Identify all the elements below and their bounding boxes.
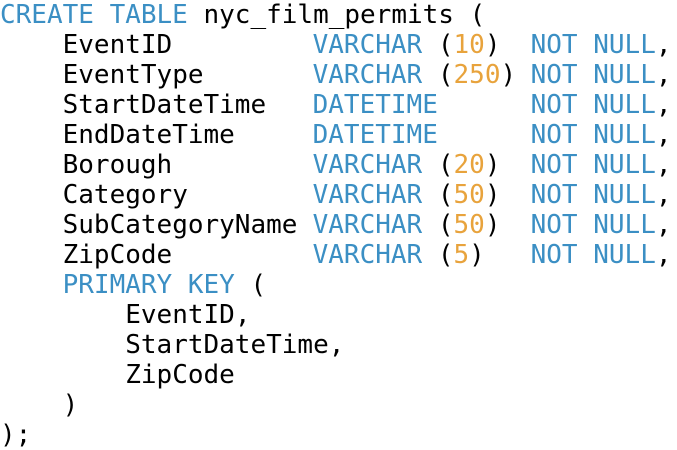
primary-key-column-name: ZipCode [125,360,235,390]
column-constraint: NOT NULL [530,210,656,240]
column-type: VARCHAR [312,30,423,60]
column-size: 20 [453,150,485,180]
primary-key-column-name: EventID [125,300,235,330]
column-type: VARCHAR [312,210,423,240]
column-type: DATETIME [312,120,438,150]
primary-key-column-name: StartDateTime [125,330,329,360]
column-type-group: VARCHAR (250) [312,60,517,90]
column-type-group: DATETIME [313,90,531,120]
column-type: VARCHAR [312,60,423,90]
column-constraint: NOT NULL [530,90,656,120]
column-constraint: NOT NULL [530,240,656,270]
column-type-group: VARCHAR (50) [312,180,501,210]
column-type: VARCHAR [312,240,423,270]
column-size: 50 [453,180,485,210]
column-name: StartDateTime [62,90,267,120]
column-constraint: NOT NULL [530,180,656,210]
column-size: 250 [453,60,501,90]
column-name: Category [62,180,188,210]
column-type: DATETIME [312,90,438,120]
column-size: 5 [453,240,470,270]
primary-key-column: StartDateTime, [125,330,345,360]
statement-close: ); [0,420,672,450]
column-constraint: NOT NULL [530,120,656,150]
table-name: nyc_film_permits [203,0,454,30]
column-type-group: VARCHAR (20) [312,150,501,180]
primary-key-close: ) [0,390,79,420]
column-type-group: VARCHAR (50) [312,210,501,240]
column-name: ZipCode [62,240,173,270]
statement-terminator: ); [0,420,32,450]
create-table-line: CREATE TABLE nyc_film_permits ( [0,0,672,30]
column-name: EventType [62,60,204,90]
column-name: Borough [62,150,173,180]
column-type: VARCHAR [312,180,423,210]
column-size: 10 [453,30,485,60]
column-name: EventID [62,30,173,60]
column-name: SubCategoryName [62,210,298,240]
open-paren: ( [469,0,486,30]
column-constraint: NOT NULL [530,30,656,60]
create-table-keyword: CREATE TABLE [0,0,188,30]
column-type-group: DATETIME [313,120,531,150]
primary-key-column: EventID, [125,300,251,330]
column-constraint: NOT NULL [530,60,656,90]
column-size: 50 [453,210,485,240]
column-type-group: VARCHAR (10) [312,30,501,60]
column-constraint: NOT NULL [530,150,656,180]
column-type: VARCHAR [312,150,423,180]
primary-key-line: PRIMARY KEY ( [62,270,267,300]
primary-key-keyword: PRIMARY KEY [62,270,235,300]
primary-key-column: ZipCode [0,360,672,390]
column-type-group: VARCHAR (5) [312,240,485,270]
column-name: EndDateTime [62,120,235,150]
